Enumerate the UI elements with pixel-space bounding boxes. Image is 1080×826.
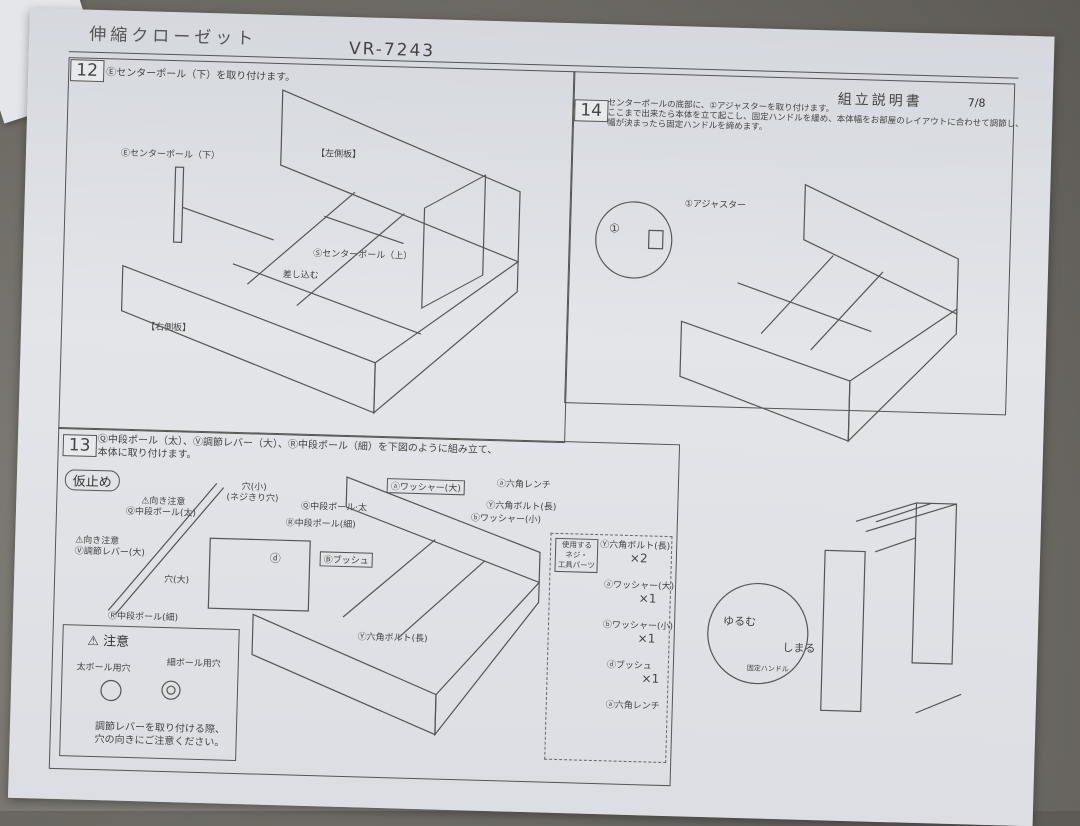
part-qty: ×2 bbox=[629, 550, 648, 566]
label: Ⓑブッシュ bbox=[319, 551, 373, 568]
caution-title-text: 注意 bbox=[102, 634, 130, 651]
step-number: 14 bbox=[574, 99, 609, 123]
parts-title-line: 工具パーツ bbox=[557, 559, 596, 570]
label: Ⓔセンターポール（下） bbox=[120, 148, 221, 162]
part-item: ⓓブッシュ×1 bbox=[606, 657, 660, 686]
caution-note: 調節レバーを取り付ける際、 穴の向きにご注意ください。 bbox=[94, 720, 225, 750]
label: 【右側板】 bbox=[145, 322, 192, 334]
label: Ⓨ六角ボルト(長) bbox=[357, 632, 428, 645]
hole-illustration bbox=[100, 679, 181, 702]
step-number: 13 bbox=[62, 434, 97, 458]
warning-icon: ⚠ bbox=[87, 633, 104, 650]
label: ⓐワッシャー(大) bbox=[386, 478, 466, 496]
part-item: ⓐ六角レンチ bbox=[606, 697, 660, 712]
label: 固定ハンドル bbox=[746, 664, 789, 674]
parts-title: 使用する ネジ・ 工具パーツ bbox=[554, 537, 599, 574]
temp-fix-badge: 仮止め bbox=[64, 469, 121, 492]
handle-detail-illustration bbox=[707, 502, 962, 714]
label: ① bbox=[608, 221, 621, 236]
label: 穴(大) bbox=[163, 574, 190, 586]
label: ⓑワッシャー(小) bbox=[470, 513, 542, 526]
part-qty: ×1 bbox=[637, 631, 656, 646]
label: (ネジきり穴) bbox=[226, 492, 279, 505]
step-number: 12 bbox=[69, 59, 105, 83]
step-13-illustration bbox=[107, 476, 541, 737]
label: ⓐ六角レンチ bbox=[496, 479, 552, 491]
part-item: ⓐワッシャー(大)×1 bbox=[604, 577, 675, 606]
part-item: ⓑワッシャー(小)×1 bbox=[602, 617, 673, 646]
model-number: VR-7243 bbox=[348, 38, 436, 62]
part-name: Ⓨ六角ボルト(長) bbox=[600, 540, 671, 553]
instruction-sheet: 伸縮クローゼット VR-7243 12 Ⓔセンターポール（下）を取り付けます。 … bbox=[7, 8, 1055, 826]
part-name: ⓑワッシャー(小) bbox=[602, 620, 674, 633]
part-name: ⓐワッシャー(大) bbox=[603, 580, 675, 593]
label: Ⓡ中段ポール(細) bbox=[285, 518, 356, 531]
label: ①アジャスター bbox=[684, 199, 747, 212]
label: ⓓ bbox=[269, 551, 281, 566]
label: 差し込む bbox=[282, 270, 319, 282]
label: しまる bbox=[782, 641, 816, 656]
label: 太ボール用穴 bbox=[76, 662, 131, 675]
part-qty: ×1 bbox=[641, 671, 660, 686]
label: Ⓠ中段ポール(太) bbox=[125, 506, 197, 519]
caution-title: ⚠ 注意 bbox=[87, 630, 129, 650]
part-name: ⓓブッシュ bbox=[606, 660, 653, 672]
step-12-illustration bbox=[120, 89, 521, 415]
part-name: ⓐ六角レンチ bbox=[605, 700, 660, 712]
step-14-illustration bbox=[595, 183, 959, 443]
part-qty: ×1 bbox=[638, 591, 657, 606]
label: Ⓥ調節レバー(大) bbox=[74, 546, 145, 559]
label: 【左側板】 bbox=[315, 149, 362, 161]
parts-title-line: 使用する bbox=[561, 540, 593, 550]
label: ゆるむ bbox=[722, 614, 757, 629]
product-name: 伸縮クローゼット bbox=[88, 24, 258, 50]
label: 細ボール用穴 bbox=[166, 658, 221, 670]
part-item: Ⓨ六角ボルト(長)×2 bbox=[600, 537, 671, 566]
